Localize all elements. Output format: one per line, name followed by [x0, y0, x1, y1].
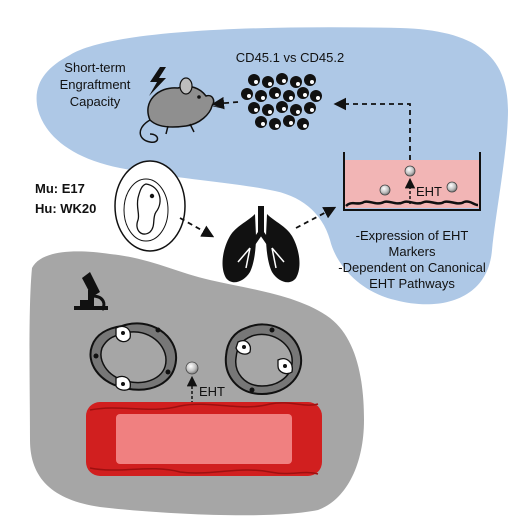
mouse-stage-label: Mu: E17: [35, 181, 85, 196]
ring-structure-right: [224, 323, 303, 396]
blood-vessel: [86, 402, 322, 476]
expression-label-line1: -Expression of EHT: [356, 228, 469, 243]
human-stage-label: Hu: WK20: [35, 201, 96, 216]
cd45-label: CD45.1 vs CD45.2: [236, 50, 344, 65]
engraftment-label-line3: Capacity: [70, 94, 121, 109]
lungs-icon: [222, 206, 300, 283]
eht-vessel-label: EHT: [199, 384, 225, 399]
engraftment-label-line1: Short-term: [64, 60, 125, 75]
mouse-icon: [139, 77, 223, 143]
expression-label-line2: Markers: [389, 244, 436, 259]
arrow-to-lungs: [179, 217, 215, 238]
budding-cell: [185, 361, 199, 375]
cell-cluster: [241, 73, 322, 130]
expression-label-line3: -Dependent on Canonical: [338, 260, 486, 275]
eht-culture-label: EHT: [416, 184, 442, 199]
culture-dish: [343, 152, 481, 211]
arrow-to-culture: [295, 206, 337, 229]
ring-structure-left: [89, 322, 178, 391]
lightning-icon: [149, 67, 166, 96]
arrow-to-mouse: [211, 96, 239, 110]
expression-label-line4: EHT Pathways: [369, 276, 455, 291]
engraftment-label-line2: Engraftment: [60, 77, 131, 92]
microscope-icon: [74, 272, 108, 311]
arrow-to-cells: [333, 97, 411, 160]
embryo-icon: [114, 160, 186, 252]
